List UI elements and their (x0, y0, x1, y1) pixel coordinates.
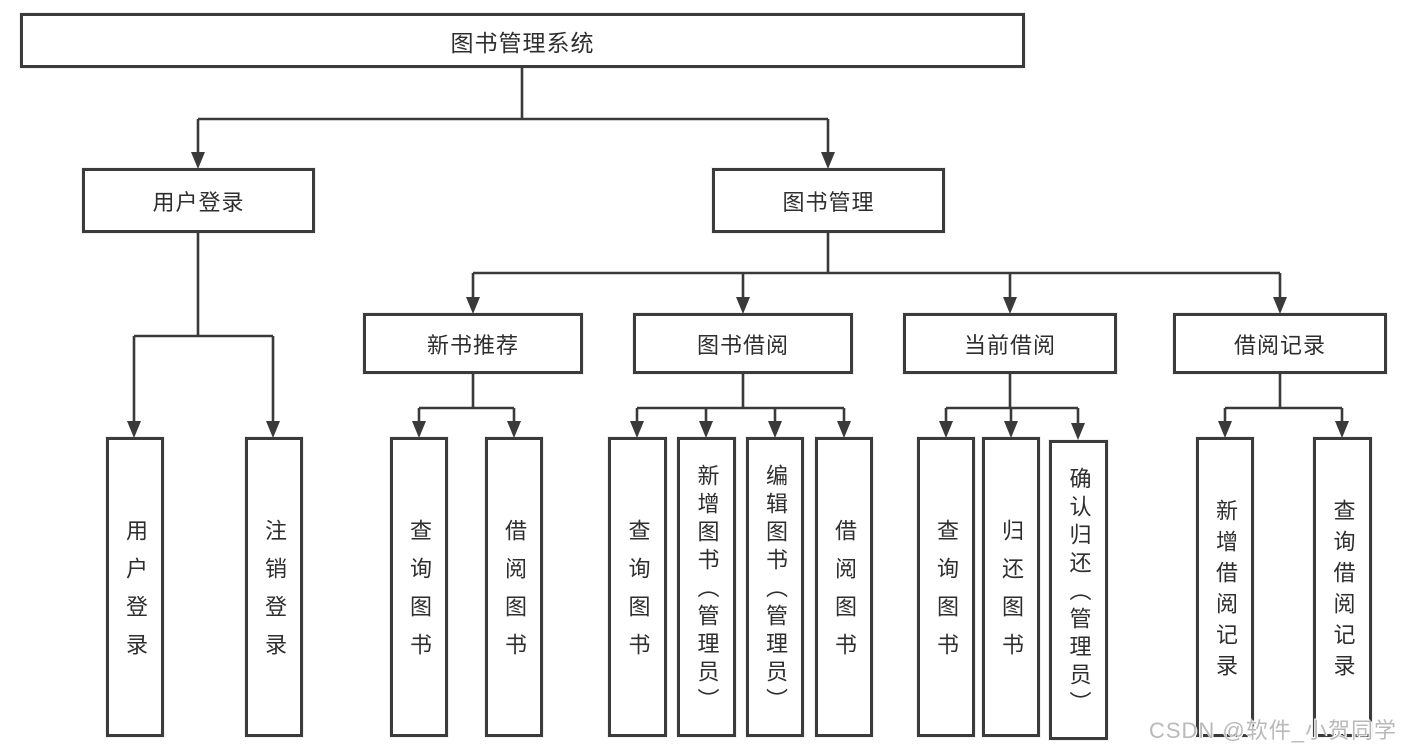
leaf-label: 查询图书 (934, 519, 959, 671)
leaf-label: 编辑图书（管理员） (763, 464, 788, 716)
leaf-label: 查询图书 (407, 519, 432, 671)
node-library-management-system: 图书管理系统 (20, 13, 1025, 68)
leaf-label: 新增图书（管理员） (694, 464, 720, 716)
connector-user-login-to-leaves (127, 233, 280, 438)
node-label: 图书借阅 (696, 332, 789, 358)
leaf-label: 查询图书 (625, 519, 651, 671)
connector-borrow-records-to-leaves (1218, 374, 1349, 438)
node-label: 图书管理系统 (450, 29, 595, 56)
leaf-label: 确认归还（管理员） (1066, 467, 1092, 719)
leaf-label: 借阅图书 (832, 519, 857, 671)
leaf-query-borrow-record: 查询借阅记录 (1313, 437, 1372, 737)
node-label: 用户登录 (152, 189, 245, 215)
connector-new-book-to-leaves (412, 374, 521, 438)
leaf-label: 借阅图书 (502, 519, 527, 671)
leaf-borrow-books-2: 借阅图书 (815, 437, 873, 737)
leaf-add-borrow-record: 新增借阅记录 (1196, 437, 1254, 737)
leaf-query-books-3: 查询图书 (917, 437, 975, 737)
connector-root-to-level2 (191, 67, 835, 169)
leaf-label: 注销登录 (262, 519, 287, 671)
connector-book-management-to-level3 (466, 233, 1287, 314)
connector-current-borrow-to-leaves (939, 374, 1085, 440)
leaf-return-books: 归还图书 (982, 437, 1040, 737)
node-current-borrow: 当前借阅 (903, 313, 1117, 374)
node-new-book-recommend: 新书推荐 (363, 313, 583, 374)
csdn-watermark: CSDN @软件_小贺同学 (1148, 718, 1397, 743)
leaf-borrow-books-1: 借阅图书 (485, 437, 543, 737)
node-label: 新书推荐 (426, 332, 519, 358)
leaf-label: 归还图书 (999, 519, 1024, 671)
leaf-logout: 注销登录 (245, 437, 303, 737)
node-book-borrow: 图书借阅 (633, 313, 853, 374)
node-user-login: 用户登录 (82, 168, 315, 233)
leaf-label: 查询借阅记录 (1330, 498, 1356, 685)
leaf-confirm-return-admin: 确认归还（管理员） (1049, 440, 1108, 740)
node-borrow-records: 借阅记录 (1173, 313, 1387, 374)
node-book-management: 图书管理 (712, 168, 945, 233)
leaf-add-books-admin: 新增图书（管理员） (677, 437, 736, 737)
node-label: 图书管理 (782, 189, 875, 215)
leaf-query-books-1: 查询图书 (390, 437, 448, 737)
node-label: 借阅记录 (1233, 332, 1326, 358)
node-label: 当前借阅 (963, 332, 1056, 358)
leaf-user-login: 用户登录 (106, 437, 164, 737)
leaf-edit-books-admin: 编辑图书（管理员） (746, 437, 804, 737)
leaf-label: 用户登录 (123, 519, 148, 671)
leaf-query-books-2: 查询图书 (608, 437, 667, 737)
connector-book-borrow-to-leaves (630, 374, 851, 438)
leaf-label: 新增借阅记录 (1213, 498, 1238, 685)
